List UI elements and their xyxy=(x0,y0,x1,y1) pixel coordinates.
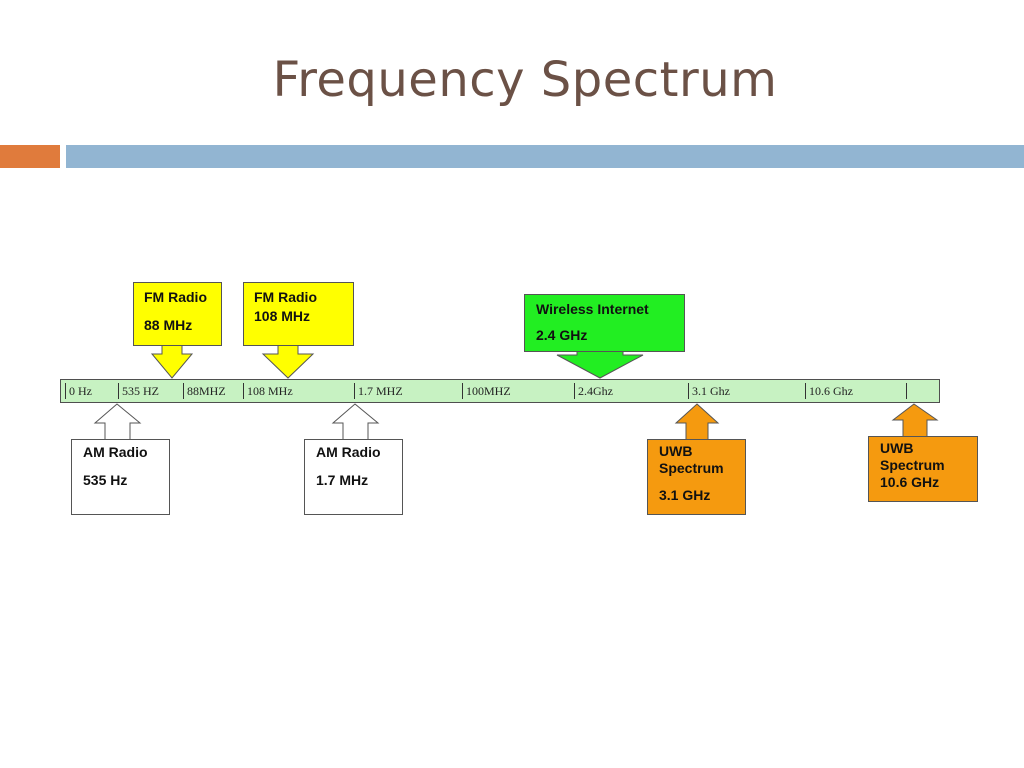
callout-label: AM Radio xyxy=(316,444,381,460)
tick-label: 2.4Ghz xyxy=(574,383,613,399)
tick-label: 108 MHz xyxy=(243,383,293,399)
spectrum-scale-bar xyxy=(60,379,940,403)
am-535-arrow xyxy=(93,403,142,441)
callout-label: UWB xyxy=(659,443,693,459)
accent-bar-orange xyxy=(0,145,60,168)
callout-value: 108 MHz xyxy=(254,308,311,324)
callout-value: 2.4 GHz xyxy=(536,327,588,343)
tick-label: 0 Hz xyxy=(65,383,92,399)
callout-value: 88 MHz xyxy=(144,317,193,333)
callout-value: 1.7 MHz xyxy=(316,472,369,488)
callout-uwb-31: UWB Spectrum 3.1 GHz xyxy=(647,439,746,515)
tick-end-mark xyxy=(906,383,907,399)
callout-label: Wireless Internet xyxy=(536,301,649,317)
callout-value: 535 Hz xyxy=(83,472,128,488)
am-17-arrow xyxy=(331,403,380,441)
callout-label: Spectrum xyxy=(880,457,945,473)
callout-label: Spectrum xyxy=(659,460,724,476)
tick-label: 10.6 Ghz xyxy=(805,383,853,399)
tick-label: 3.1 Ghz xyxy=(688,383,730,399)
slide-title: Frequency Spectrum xyxy=(272,52,778,108)
fm-108-arrow xyxy=(261,344,315,379)
accent-bar-blue xyxy=(66,145,1024,168)
callout-am-radio-535: AM Radio 535 Hz xyxy=(71,439,170,515)
callout-value: 3.1 GHz xyxy=(659,487,711,503)
tick-label: 1.7 MHZ xyxy=(354,383,403,399)
wireless-arrow xyxy=(556,350,644,379)
callout-uwb-106: UWB Spectrum 10.6 GHz xyxy=(868,436,978,502)
callout-label: FM Radio xyxy=(144,289,207,305)
callout-fm-radio-88: FM Radio 88 MHz xyxy=(133,282,222,346)
callout-am-radio-17: AM Radio 1.7 MHz xyxy=(304,439,403,515)
tick-label: 88MHZ xyxy=(183,383,226,399)
fm-88-arrow xyxy=(150,344,194,379)
callout-label: FM Radio xyxy=(254,289,317,305)
uwb-106-arrow xyxy=(891,403,939,439)
callout-fm-radio-108: FM Radio 108 MHz xyxy=(243,282,354,346)
tick-label: 535 HZ xyxy=(118,383,159,399)
uwb-31-arrow xyxy=(674,403,720,441)
callout-value: 10.6 GHz xyxy=(880,474,940,490)
callout-wireless-internet: Wireless Internet 2.4 GHz xyxy=(524,294,685,352)
callout-label: AM Radio xyxy=(83,444,148,460)
callout-label: UWB xyxy=(880,440,914,456)
tick-label: 100MHZ xyxy=(462,383,511,399)
